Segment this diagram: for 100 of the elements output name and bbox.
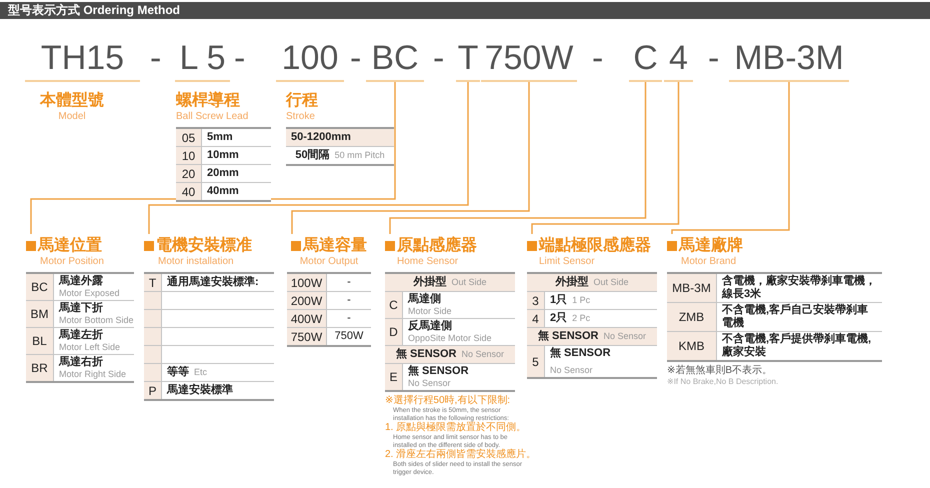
separator: - — [150, 38, 162, 78]
table-row — [26, 301, 134, 328]
option-text: - — [347, 276, 351, 289]
table-row — [286, 129, 394, 147]
option-code: C — [385, 292, 403, 318]
section-subtitle: Model — [57, 110, 87, 123]
footnote: 1. 原點與極限需放置於不同側。 — [385, 422, 528, 434]
option-note: Motor Side — [408, 306, 452, 317]
option-code: BC — [26, 274, 54, 300]
option-text: 馬達側 — [408, 293, 441, 306]
option-text: 外掛型 — [555, 276, 588, 289]
code-segment: 100 — [276, 38, 344, 82]
code-segment: 750W — [481, 38, 577, 82]
option-note: Out Side — [451, 277, 487, 288]
code-segment: BC — [366, 38, 424, 82]
table-row — [26, 355, 134, 383]
option-text: 50間隔 — [295, 149, 330, 162]
option-text: 2只 — [550, 312, 568, 325]
option-note: 1 Pc — [572, 295, 590, 306]
empty-table-row — [144, 328, 274, 346]
table-row — [26, 328, 134, 355]
section-subtitle: Home Sensor — [396, 255, 460, 268]
option-text: 無 SENSOR — [550, 347, 611, 360]
separator: - — [234, 38, 246, 78]
table-row — [176, 147, 271, 165]
table-row — [144, 382, 274, 401]
table-row — [287, 292, 371, 310]
option-note: Motor Bottom Side — [59, 315, 134, 326]
table-row — [287, 274, 371, 292]
code-segment: TH15 — [25, 38, 140, 82]
option-note: No Sensor — [550, 365, 593, 376]
option-text: 馬達右折 — [59, 356, 103, 369]
title: 型号表示方式 Ordering Method — [7, 2, 180, 19]
option-code: BL — [26, 328, 54, 354]
table-row — [385, 319, 515, 346]
option-text: 50-1200mm — [291, 131, 351, 144]
option-code: 40 — [176, 183, 202, 200]
option-code: T — [144, 274, 162, 291]
option-code: KMB — [667, 332, 717, 360]
option-text: 外掛型 — [413, 276, 446, 289]
table-row — [176, 165, 271, 183]
separator: - — [350, 38, 362, 78]
table-row — [385, 346, 515, 364]
table-row — [527, 292, 657, 310]
option-code: 20 — [176, 165, 202, 182]
option-code: 750W — [287, 328, 327, 345]
code-segment: L 5 — [175, 38, 230, 82]
table-row — [287, 310, 371, 328]
table-row — [667, 303, 882, 332]
option-text: 馬達外露 — [59, 275, 103, 288]
section-heading: 馬達位置 — [26, 237, 134, 255]
code-segment: MB-3M — [729, 38, 849, 82]
option-note: No Sensor — [461, 349, 504, 360]
separator: - — [708, 38, 720, 78]
empty-table-row — [144, 292, 274, 310]
option-text: 馬達左折 — [59, 329, 103, 342]
option-text: 不含電機,客戶提供帶刹車電機,廠家安裝 — [722, 333, 872, 359]
section-heading: 本體型號 — [38, 92, 105, 110]
option-code: ZMB — [667, 303, 717, 331]
option-text: 馬達安裝標準 — [167, 384, 233, 397]
table-row — [527, 346, 657, 379]
option-text: 不含電機,客戶自己安裝帶刹車電機 — [722, 304, 870, 330]
table-row — [176, 129, 271, 147]
option-code: 5 — [527, 346, 545, 377]
option-text: 10mm — [207, 149, 239, 162]
option-note: No Sensor — [603, 331, 646, 342]
table-row — [385, 274, 515, 292]
table-row — [667, 274, 882, 303]
code-segment: T — [456, 38, 480, 82]
empty-table-row — [144, 310, 274, 328]
option-note: OppoSite Motor Side — [408, 333, 492, 344]
option-note: No Sensor — [408, 378, 451, 389]
table-row — [527, 328, 657, 346]
option-text: - — [347, 294, 351, 307]
section-subtitle: Stroke — [286, 110, 316, 123]
table-row — [667, 332, 882, 362]
section-heading: 原點感應器 — [385, 237, 515, 255]
footnote: ※選擇行程50時,有以下限制: — [385, 395, 512, 407]
option-code: E — [385, 364, 403, 390]
code-segment: C — [629, 38, 662, 82]
option-code: 200W — [287, 292, 327, 309]
option-code: MB-3M — [667, 274, 717, 302]
section-heading: 馬達容量 — [287, 237, 371, 255]
option-text: 含電機，廠家安裝帶刹車電機，線長3米 — [722, 275, 877, 301]
separator: - — [592, 38, 604, 78]
section-heading: 螺桿導程 — [176, 92, 241, 110]
table-row — [527, 310, 657, 328]
option-code: P — [144, 382, 162, 399]
table-row — [286, 147, 394, 166]
footnote: ※If No Brake,No B Description. — [667, 377, 780, 386]
option-text: 無 SENSOR — [396, 348, 456, 361]
table-row — [144, 364, 274, 382]
table-row — [144, 274, 274, 292]
section-subtitle: Ball Screw Lead — [176, 110, 250, 123]
option-text: 無 SENSOR — [408, 365, 469, 378]
section-heading: 行程 — [286, 92, 319, 110]
section-heading: 電機安裝標准 — [144, 237, 274, 255]
section-heading: 端點極限感應器 — [527, 237, 657, 255]
table-row — [385, 292, 515, 319]
option-text: 無 SENSOR — [538, 330, 598, 343]
